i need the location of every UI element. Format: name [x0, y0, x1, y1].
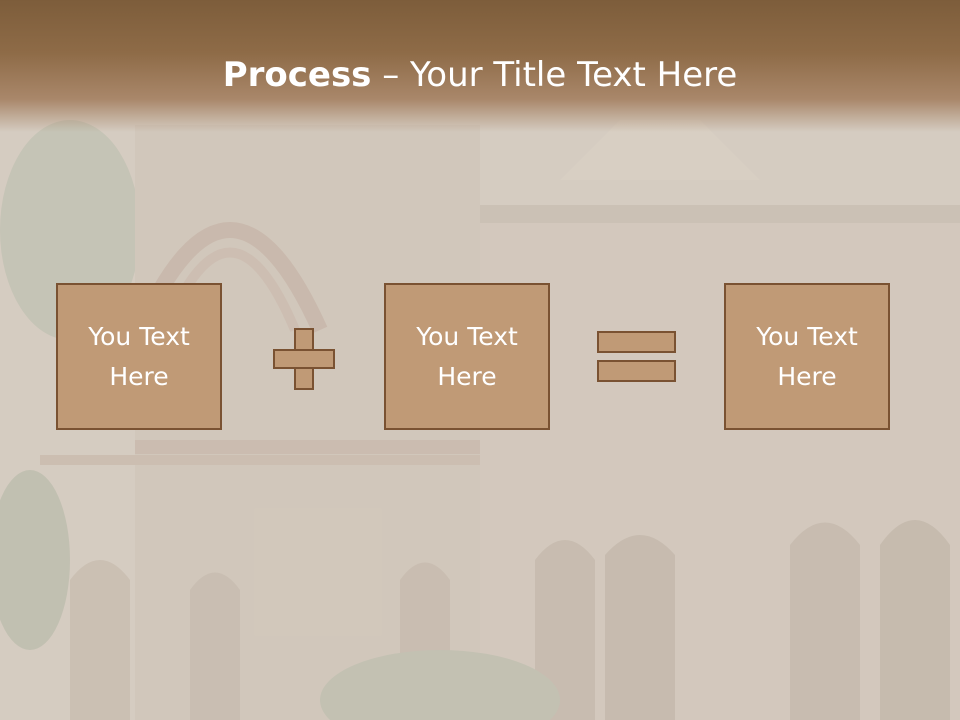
process-box-1: You Text Here [56, 283, 222, 430]
process-box-2-text: You Text Here [416, 321, 518, 391]
title-bold: Process [222, 55, 372, 95]
slide-title: Process – Your Title Text Here [0, 52, 960, 98]
process-box-3-text: You Text Here [756, 321, 858, 391]
process-box-1-text: You Text Here [88, 321, 190, 391]
equals-bar-top [597, 331, 676, 353]
title-banner [0, 0, 960, 132]
process-box-3: You Text Here [724, 283, 890, 430]
title-rest: – Your Title Text Here [371, 55, 738, 95]
plus-icon [273, 328, 335, 390]
process-box-2: You Text Here [384, 283, 550, 430]
equals-bar-bottom [597, 360, 676, 382]
